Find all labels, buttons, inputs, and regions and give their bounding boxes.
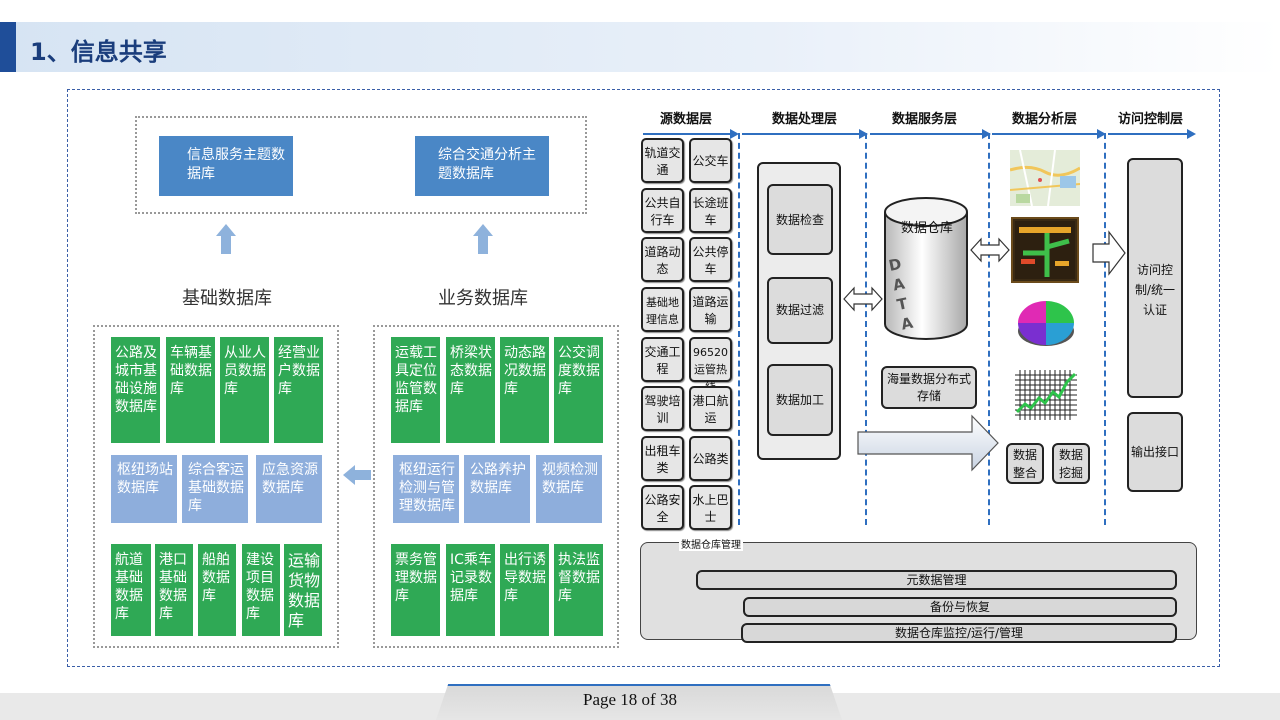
pie-chart-thumbnail-icon [1018,301,1074,346]
city-map-thumbnail-icon [1010,150,1080,206]
diagram-frame [67,89,1220,667]
layer-title-analysis: 数据分析层 [1012,112,1078,127]
layer-title-source: 源数据层 [660,112,713,127]
layer-arrow-head [982,129,991,139]
layer-arrow-line [643,133,730,135]
source-item: 基础地理信息 [641,287,684,332]
layer-arrow-head [859,129,868,139]
layer-arrow-head [730,129,739,139]
process-filter-box: 数据过滤 [767,277,833,344]
source-item: 水上巴士 [689,485,732,530]
warehouse-label: 数据仓库 [901,221,954,236]
basic-db-cell: 建设项目数据库 [242,544,280,636]
source-item: 公交车 [689,138,732,183]
source-item: 驾驶培训 [641,386,684,431]
warehouse-management-title: 数据仓库管理 [679,536,743,551]
process-transform-box: 数据加工 [767,364,833,436]
business-db-cell: 运载工具定位监管数据库 [391,337,440,443]
business-db-cell: 出行诱导数据库 [500,544,549,636]
basic-db-cell: 枢纽场站数据库 [111,455,177,523]
layer-arrow-line [1108,133,1188,135]
double-arrow-process-warehouse [843,286,883,312]
layer-divider [865,133,867,525]
source-item: 长途班车 [689,188,732,233]
page-title: 1、信息共享 [30,38,167,66]
footer-tab [436,684,842,720]
backup-restore-bar: 备份与恢复 [743,597,1177,617]
source-item: 轨道交通 [641,138,684,183]
layer-title-access: 访问控制层 [1118,112,1184,127]
layer-arrow-head [1187,129,1196,139]
basic-db-cell: 应急资源数据库 [256,455,322,523]
basic-db-cell: 公路及城市基础设施数据库 [111,337,160,443]
layer-title-processing: 数据处理层 [772,112,838,127]
theme-db-group [135,116,587,214]
layer-arrow-head [1097,129,1106,139]
source-item: 公共自行车 [641,188,684,233]
up-arrow-left [216,224,236,254]
business-db-cell: IC乘车记录数据库 [446,544,495,636]
business-db-label: 业务数据库 [438,288,528,309]
source-item: 出租车类 [641,436,684,481]
source-item: 交通工程 [641,337,684,382]
process-check-box: 数据检查 [767,184,833,255]
business-db-cell: 公路养护数据库 [464,455,530,523]
left-arrow [343,465,371,485]
business-db-cell: 公交调度数据库 [554,337,603,443]
source-item: 公共停车 [689,237,732,282]
source-item: 公路类 [689,436,732,481]
data-mining-box: 数据挖掘 [1052,443,1090,484]
flow-arrow-to-analysis [857,414,999,472]
warehouse-monitor-bar: 数据仓库监控/运行/管理 [741,623,1177,643]
business-db-cell: 视频检测数据库 [536,455,602,523]
source-item: 96520运管热线 [689,337,732,393]
source-item: 港口航运 [689,386,732,431]
business-db-cell: 枢纽运行检测与管理数据库 [393,455,459,523]
source-item: 道路运输 [689,287,732,332]
layer-divider [738,133,740,525]
access-control-box: 访问控制/统一认证 [1127,158,1183,398]
double-arrow-warehouse-analysis [970,237,1010,263]
data-warehouse-cylinder-icon [884,197,968,340]
theme-db-box-info-service: 信息服务主题数据库 [159,136,293,196]
led-sign-thumbnail-icon [1011,217,1079,283]
header-bar [0,22,1280,72]
basic-db-cell: 车辆基础数据库 [166,337,215,443]
basic-db-cell: 船舶数据库 [198,544,236,636]
basic-db-cell: 综合客运基础数据库 [182,455,248,523]
arrow-to-access [1092,230,1126,276]
layer-divider [1104,133,1106,525]
business-db-cell: 桥梁状态数据库 [446,337,495,443]
metadata-management-bar: 元数据管理 [696,570,1177,590]
layer-arrow-line [870,133,983,135]
basic-db-cell: 运输货物数据库 [284,544,322,636]
page-number: Page 18 of 38 [583,690,677,709]
theme-db-box-traffic-analysis: 综合交通分析主题数据库 [415,136,549,196]
business-db-cell: 执法监督数据库 [554,544,603,636]
basic-db-cell: 从业人员数据库 [220,337,269,443]
basic-db-cell: 经营业户数据库 [274,337,323,443]
basic-db-cell: 航道基础数据库 [111,544,151,636]
layer-divider [988,133,990,525]
business-db-cell: 票务管理数据库 [391,544,440,636]
layer-title-service: 数据服务层 [892,112,958,127]
distributed-storage-box: 海量数据分布式存储 [881,366,977,409]
data-integration-box: 数据整合 [1006,443,1044,484]
output-interface-box: 输出接口 [1127,412,1183,492]
layer-arrow-line [742,133,860,135]
basic-db-group [93,325,339,648]
basic-db-label: 基础数据库 [182,288,272,309]
source-item: 公路安全 [641,485,684,530]
source-item: 道路动态 [641,237,684,282]
header-accent [0,22,16,72]
line-chart-thumbnail-icon [1015,370,1077,420]
business-db-cell: 动态路况数据库 [500,337,549,443]
layer-arrow-line [992,133,1098,135]
basic-db-cell: 港口基础数据库 [155,544,193,636]
business-db-group [373,325,619,648]
up-arrow-right [473,224,493,254]
